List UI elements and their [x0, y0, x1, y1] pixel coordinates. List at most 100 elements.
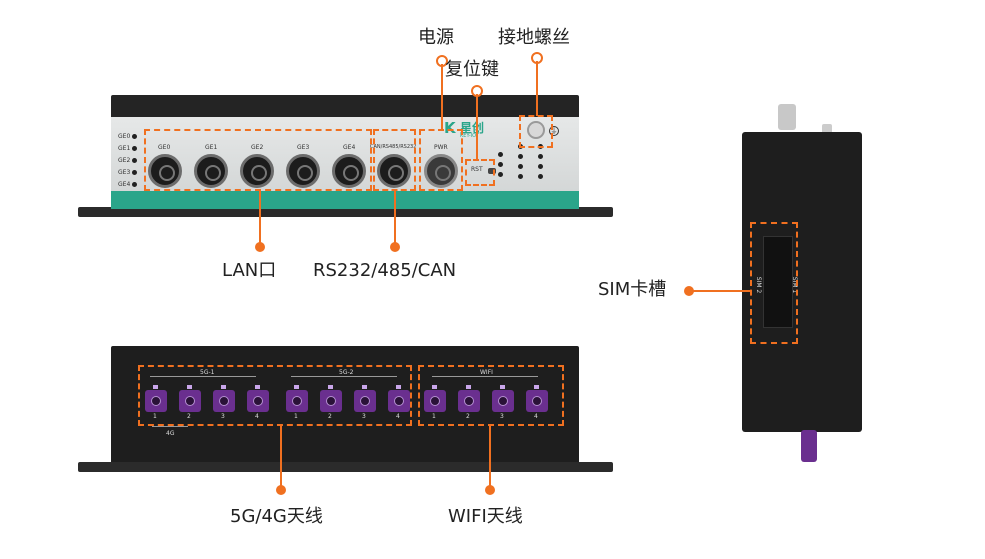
antenna-pad	[432, 385, 437, 389]
status-led	[538, 174, 543, 179]
antenna-wifi-1[interactable]	[424, 390, 446, 412]
ge-led	[132, 134, 137, 139]
antenna-pad	[294, 385, 299, 389]
antenna-pad	[362, 385, 367, 389]
ge-led-label: GE3	[118, 169, 131, 176]
antenna-number: 1	[432, 413, 436, 420]
lan-port-ge2[interactable]	[240, 154, 274, 188]
antenna-pad	[396, 385, 401, 389]
antenna-pad	[328, 385, 333, 389]
antenna-wifi-3[interactable]	[492, 390, 514, 412]
callout-power-line	[441, 64, 443, 130]
callout-wifi-line	[489, 426, 491, 490]
antenna-number: 2	[466, 413, 470, 420]
callout-reset-key: 复位键	[445, 59, 499, 80]
brand-name: 星创	[460, 121, 485, 135]
callout-serial-line	[394, 191, 396, 247]
front-teal-band	[111, 191, 579, 209]
lan-port-ge1[interactable]	[194, 154, 228, 188]
antenna-5g2-2[interactable]	[320, 390, 342, 412]
port-label-serial: CAN/RS485/RS232	[370, 144, 417, 150]
antenna-number: 4	[396, 413, 400, 420]
callout-wifi-marker	[485, 485, 495, 495]
group-label-wifi: WIFI	[480, 369, 493, 376]
status-led	[498, 162, 503, 167]
antenna-number: 2	[187, 413, 191, 420]
antenna-pad	[534, 385, 539, 389]
sim-highlight-box	[750, 222, 798, 344]
lan-port-ge3[interactable]	[286, 154, 320, 188]
ge-led-label: GE0	[118, 133, 131, 140]
antenna-5g1-4[interactable]	[247, 390, 269, 412]
power-port[interactable]	[424, 154, 458, 188]
callout-sim-line	[690, 290, 752, 292]
antenna-wifi-4[interactable]	[526, 390, 548, 412]
antenna-5g2-3[interactable]	[354, 390, 376, 412]
sim-slot-tray[interactable]	[763, 236, 793, 328]
callout-cellular-line	[280, 426, 282, 490]
lan-port-ge4[interactable]	[332, 154, 366, 188]
antenna-5g1-1[interactable]	[145, 390, 167, 412]
antenna-5g1-2[interactable]	[179, 390, 201, 412]
front-mount-flange	[78, 207, 613, 217]
ge-led-label: GE4	[118, 181, 131, 188]
side-device	[738, 100, 868, 465]
serial-port[interactable]	[377, 154, 411, 188]
antenna-pad	[153, 385, 158, 389]
antenna-pad	[466, 385, 471, 389]
antenna-pad	[255, 385, 260, 389]
port-label-ge1: GE1	[205, 144, 218, 151]
brand-logo: K 星创 KEY-IOT	[444, 119, 516, 141]
antenna-number: 3	[362, 413, 366, 420]
antenna-5g2-4[interactable]	[388, 390, 410, 412]
ge-led	[132, 170, 137, 175]
reset-button[interactable]	[488, 168, 496, 174]
ge-led	[132, 158, 137, 163]
antenna-number: 2	[328, 413, 332, 420]
antenna-number: 4	[534, 413, 538, 420]
callout-cellular-antenna: 5G/4G天线	[230, 506, 323, 527]
antenna-wifi-2[interactable]	[458, 390, 480, 412]
power-highlight-box	[419, 129, 463, 191]
antenna-pad	[187, 385, 192, 389]
ge-led	[132, 146, 137, 151]
cellular-highlight-box	[138, 365, 412, 426]
antenna-pad	[500, 385, 505, 389]
callout-lan-marker	[255, 242, 265, 252]
callout-ground-screw: 接地螺丝	[498, 27, 570, 48]
ground-highlight-box	[519, 115, 553, 148]
group-label-5g2: 5G-2	[339, 369, 354, 376]
callout-sim-slot: SIM卡槽	[598, 279, 667, 300]
ge-led-label: GE2	[118, 157, 131, 164]
ground-screw[interactable]	[527, 121, 545, 139]
callout-serial-marker	[390, 242, 400, 252]
callout-ground-line	[536, 61, 538, 116]
lan-highlight-box	[144, 129, 372, 191]
side-top-connector	[778, 104, 796, 130]
antenna-5g1-3[interactable]	[213, 390, 235, 412]
status-led	[498, 152, 503, 157]
group-label-5g1: 5G-1	[200, 369, 215, 376]
rear-mount-flange	[78, 462, 613, 472]
group-bracket-wifi	[432, 376, 538, 377]
callout-reset-line	[476, 94, 478, 160]
callout-sim-marker	[684, 286, 694, 296]
status-led	[538, 154, 543, 159]
callout-cellular-marker	[276, 485, 286, 495]
ground-symbol-icon: ⏚	[549, 126, 559, 136]
group-label-4g: 4G	[166, 430, 175, 437]
antenna-number: 1	[153, 413, 157, 420]
status-led	[518, 154, 523, 159]
antenna-number: 3	[221, 413, 225, 420]
lan-port-ge0[interactable]	[148, 154, 182, 188]
side-top-connector	[822, 124, 832, 134]
serial-highlight-box	[373, 129, 416, 191]
antenna-number: 4	[255, 413, 259, 420]
antenna-5g2-1[interactable]	[286, 390, 308, 412]
callout-power: 电源	[418, 27, 454, 48]
wifi-highlight-box	[418, 365, 564, 426]
reset-label: RST	[471, 166, 483, 173]
power-port-label: PWR	[434, 144, 448, 151]
front-top-cap	[111, 95, 579, 117]
brand-mark-icon: K	[444, 119, 456, 137]
